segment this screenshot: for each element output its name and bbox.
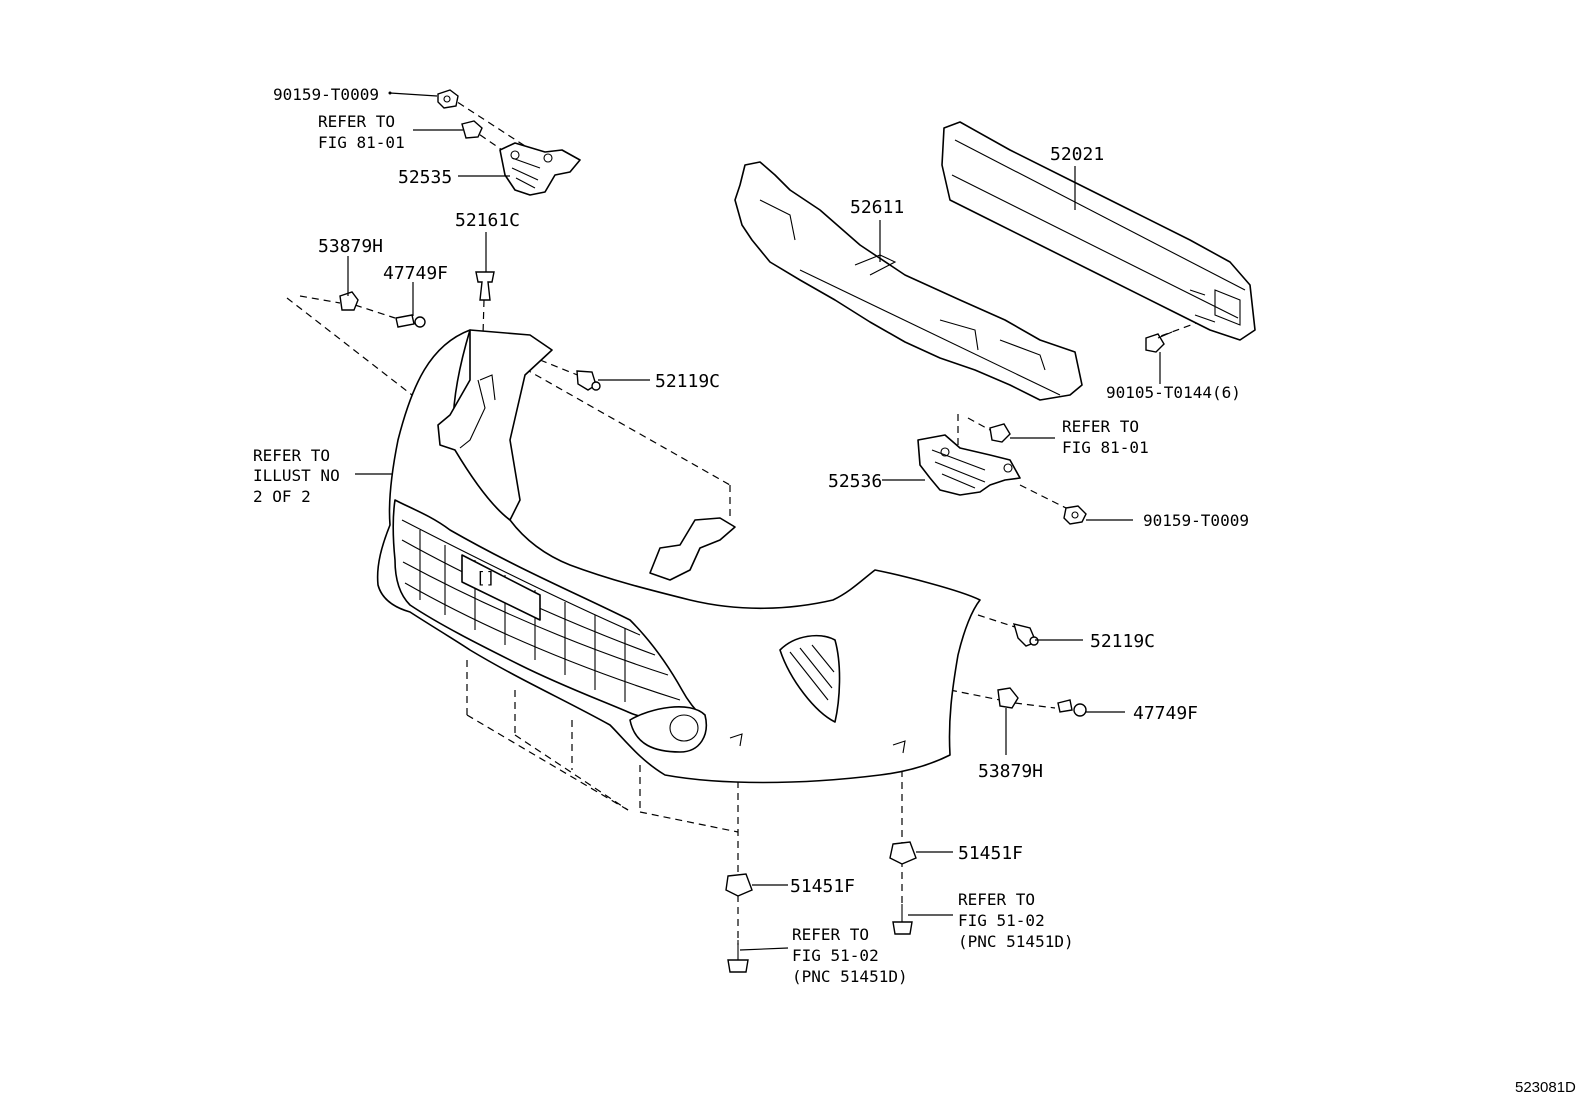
screw-icon: [989, 423, 1011, 443]
label-52021: 52021: [1050, 144, 1104, 165]
bolt-icon: [892, 904, 913, 935]
label-52536: 52536: [828, 471, 882, 492]
label-90105-t0144: 90105-T0144(6): [1106, 383, 1241, 402]
retainer-52536: [917, 434, 1021, 496]
label-52119c-top: 52119C: [655, 371, 720, 392]
nut-icon: [437, 89, 459, 109]
nut-clip-icon: [339, 291, 359, 311]
clip-icon: [576, 370, 601, 391]
bolt-icon: [727, 940, 749, 973]
label-refer-illust-l2: ILLUST NO: [253, 466, 340, 485]
label-refer-fig8101-top-l2: FIG 81-01: [318, 133, 405, 152]
label-refer-fig5102-br-l2: FIG 51-02: [958, 911, 1045, 930]
reinforcement-52021: [941, 121, 1256, 341]
retainer-52535: [499, 142, 581, 196]
nut-clip-icon: [725, 873, 753, 897]
label-52535: 52535: [398, 167, 452, 188]
svg-text:[]: []: [476, 568, 495, 587]
label-refer-fig5102-br-l3: (PNC 51451D): [958, 932, 1074, 951]
bumper-cover: []: [376, 329, 981, 784]
leader-lines: [347, 91, 1161, 951]
label-refer-fig5102-bl-l2: FIG 51-02: [792, 946, 879, 965]
nut-clip-icon: [997, 687, 1019, 709]
fasteners: [339, 89, 1173, 973]
label-refer-illust-l3: 2 OF 2: [253, 487, 311, 506]
label-47749f-left: 47749F: [383, 263, 448, 284]
label-refer-fig8101-right-l2: FIG 81-01: [1062, 438, 1149, 457]
screw-icon: [395, 314, 426, 328]
label-refer-fig5102-bl-l3: (PNC 51451D): [792, 967, 908, 986]
label-90159-t0009-right: 90159-T0009: [1143, 511, 1249, 530]
label-47749f-right: 47749F: [1133, 703, 1198, 724]
label-refer-fig8101-right-l1: REFER TO: [1062, 417, 1139, 436]
label-51451f-bottom-left: 51451F: [790, 876, 855, 897]
callout-labels: 90159-T0009 REFER TO FIG 81-01 52535 521…: [253, 85, 1576, 1096]
label-53879h-left: 53879H: [318, 236, 383, 257]
screw-icon: [461, 120, 483, 139]
label-52119c-right: 52119C: [1090, 631, 1155, 652]
label-refer-illust-l1: REFER TO: [253, 446, 330, 465]
label-refer-fig5102-br-l1: REFER TO: [958, 890, 1035, 909]
nut-clip-icon: [889, 841, 917, 865]
clip-icon: [475, 271, 495, 301]
label-52161c: 52161C: [455, 210, 520, 231]
label-52611: 52611: [850, 197, 904, 218]
bolt-icon: [1145, 331, 1173, 353]
label-refer-fig5102-bl-l1: REFER TO: [792, 925, 869, 944]
label-refer-fig8101-top-l1: REFER TO: [318, 112, 395, 131]
label-51451f-bottom-right: 51451F: [958, 843, 1023, 864]
nut-icon: [1063, 505, 1087, 525]
label-53879h-right: 53879H: [978, 761, 1043, 782]
screw-icon: [1057, 699, 1087, 717]
clip-icon: [1012, 623, 1039, 647]
label-90159-t0009-top: 90159-T0009: [273, 85, 379, 104]
figure-id: 523081D: [1515, 1079, 1576, 1096]
absorber-52611: [734, 161, 1083, 401]
